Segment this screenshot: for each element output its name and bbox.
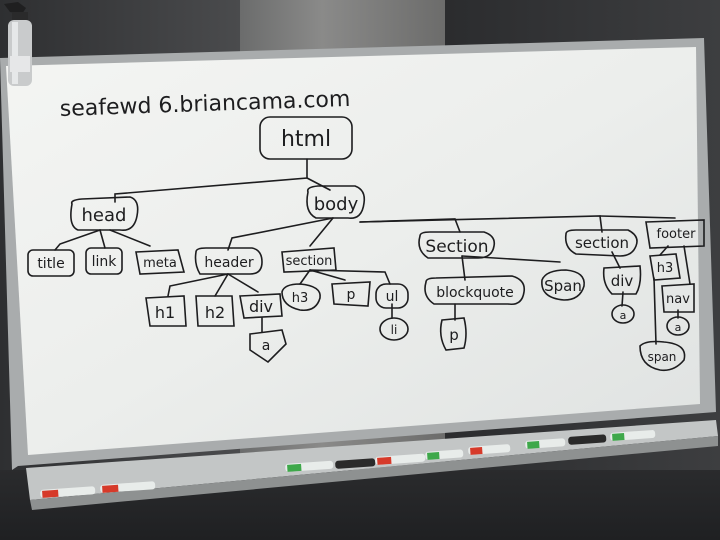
tree-labels: seafewd 6.briancama.com html head body t… [37,87,696,364]
node-head: head [82,205,127,226]
spray-bottle [4,2,32,86]
node-meta: meta [143,256,177,271]
node-ul: ul [386,289,399,305]
board-surface [6,47,700,455]
node-section-1: section [286,254,333,269]
node-title: title [37,256,64,272]
node-h2: h2 [205,303,225,322]
node-a-2: a [620,309,627,322]
node-a-1: a [262,338,271,354]
node-span-1: Span [544,277,582,295]
node-span-2: span [648,350,677,364]
node-h1: h1 [155,303,175,322]
node-section-3: section [575,234,629,252]
markers [40,430,656,498]
node-html: html [281,127,331,152]
node-footer: footer [657,227,697,242]
node-a-3: a [675,321,682,334]
node-div-2: div [611,272,634,290]
node-section-2: Section [425,237,488,257]
node-link: link [92,254,118,270]
node-h3-1: h3 [292,291,309,306]
node-div-1: div [249,297,273,316]
tree-node-outlines [27,116,705,372]
node-body: body [314,194,359,215]
node-p-1: p [347,287,356,303]
node-header: header [204,255,254,271]
node-p-2: p [449,326,459,344]
node-li: li [391,323,398,337]
node-nav: nav [666,292,690,307]
node-blockquote: blockquote [436,285,514,301]
node-h3-2: h3 [657,261,674,276]
